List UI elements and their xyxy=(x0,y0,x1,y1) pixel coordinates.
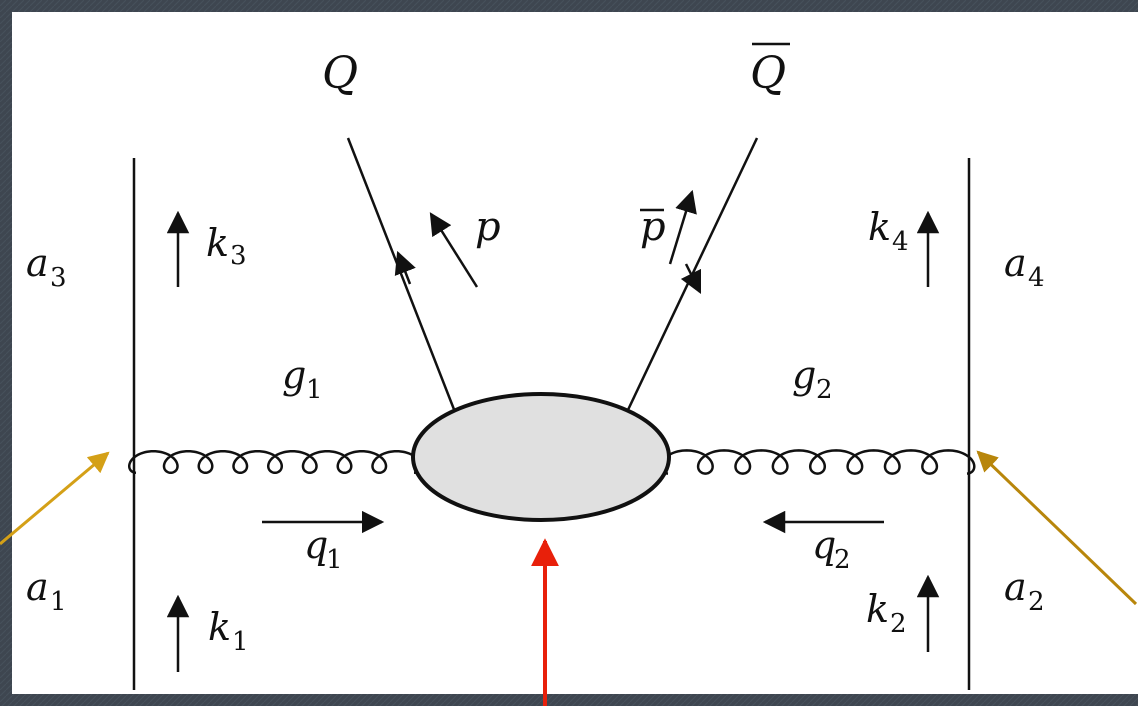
interaction-blob xyxy=(411,392,671,522)
svg-text:3: 3 xyxy=(230,241,247,271)
svg-text:a: a xyxy=(1004,565,1027,609)
svg-text:2: 2 xyxy=(1028,587,1045,617)
svg-text:a: a xyxy=(26,565,49,609)
svg-text:2: 2 xyxy=(816,375,833,405)
label-k3: k 3 xyxy=(206,221,247,271)
label-a2: a 2 xyxy=(1004,565,1045,617)
svg-text:k: k xyxy=(866,587,889,631)
svg-text:4: 4 xyxy=(892,227,909,257)
label-pbar: p xyxy=(640,204,666,250)
svg-text:q: q xyxy=(812,523,836,567)
label-Qbar: Q xyxy=(750,42,790,99)
quark-line-arrow xyxy=(394,250,416,285)
svg-text:a: a xyxy=(1004,241,1027,285)
gluon-left xyxy=(127,449,423,475)
label-a3: a 3 xyxy=(26,241,67,293)
svg-text:p: p xyxy=(475,204,501,250)
svg-text:a: a xyxy=(26,241,49,285)
svg-text:1: 1 xyxy=(306,375,323,405)
svg-text:3: 3 xyxy=(50,263,67,293)
svg-text:q: q xyxy=(304,523,328,567)
label-q2: q 2 xyxy=(812,523,851,575)
svg-text:g: g xyxy=(792,353,816,397)
label-q1: q 1 xyxy=(304,523,343,575)
svg-text:k: k xyxy=(206,221,229,265)
label-p: p xyxy=(475,204,501,250)
label-a4: a 4 xyxy=(1004,241,1045,293)
label-k4: k 4 xyxy=(868,205,909,257)
label-k1: k 1 xyxy=(208,605,249,657)
svg-text:p: p xyxy=(640,204,666,250)
diagram-panel xyxy=(12,12,1138,694)
p-arrow xyxy=(429,212,479,288)
svg-text:2: 2 xyxy=(834,545,851,575)
svg-text:k: k xyxy=(868,205,891,249)
svg-text:1: 1 xyxy=(326,545,343,575)
label-k2: k 2 xyxy=(866,587,907,639)
svg-text:1: 1 xyxy=(50,587,67,617)
svg-text:Q: Q xyxy=(322,48,358,99)
label-g2: g 2 xyxy=(792,353,833,405)
svg-text:k: k xyxy=(208,605,231,649)
gluon-right xyxy=(659,449,976,475)
svg-text:4: 4 xyxy=(1028,263,1045,293)
svg-text:Q: Q xyxy=(750,48,786,99)
svg-text:g: g xyxy=(282,353,306,397)
svg-text:1: 1 xyxy=(232,627,249,657)
pbar-arrow xyxy=(668,189,697,265)
right-pointer-arrow xyxy=(976,450,1138,606)
label-a1: a 1 xyxy=(26,565,67,617)
left-pointer-arrow xyxy=(0,451,110,546)
antiquark-line-arrow xyxy=(680,263,702,295)
svg-text:2: 2 xyxy=(890,609,907,639)
label-Q: Q xyxy=(322,48,358,99)
label-g1: g 1 xyxy=(282,353,323,405)
